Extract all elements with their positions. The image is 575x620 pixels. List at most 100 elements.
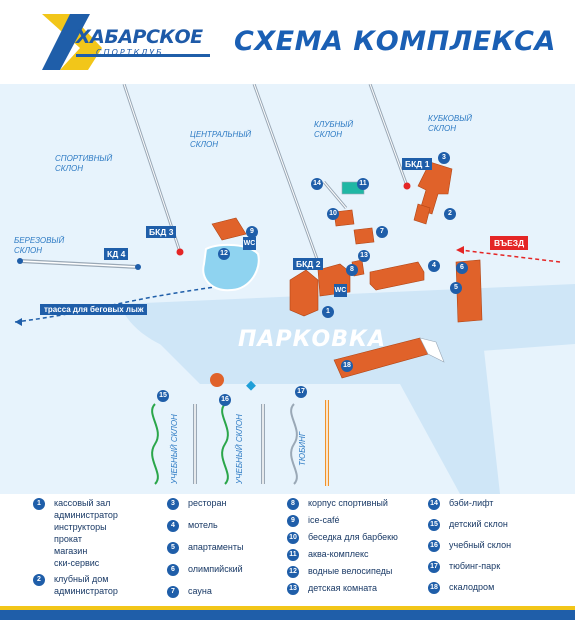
complex-map: СПОРТИВНЫЙ СКЛОН БЕРЕЗОВЫЙ СКЛОН ЦЕНТРАЛ… (0, 84, 575, 494)
legend-text: сауна (188, 586, 212, 596)
pond (202, 243, 260, 292)
legend-number: 2 (33, 574, 45, 586)
legend-item: 18 скалодром (428, 581, 494, 594)
legend-number: 1 (33, 498, 45, 510)
legend-item: 12 водные велосипеды (287, 565, 392, 578)
map-marker-12: 12 (218, 248, 230, 260)
logo (42, 14, 210, 70)
legend-number: 4 (167, 520, 179, 532)
tubing-label: ТЮБИНГ (298, 431, 307, 466)
bkd1-station (403, 182, 411, 190)
lift-tag-bkd2: БКД 2 (293, 258, 324, 270)
legend-item: 15 детский склон (428, 518, 508, 531)
legend: 1 кассовый зал администратор инструкторы… (0, 494, 575, 606)
brand-subtitle: СПОРТКЛУБ (96, 48, 164, 57)
legend-text: клубный дом администратор (54, 574, 118, 596)
map-marker-1: 1 (322, 306, 334, 318)
training-slope-label: УЧЕБНЫЙ СКЛОН (170, 414, 179, 484)
entry-tag: ВЪЕЗД (490, 236, 529, 250)
map-marker-10: 10 (327, 208, 339, 220)
legend-item: 6 олимпийский (167, 563, 243, 576)
legend-number: 13 (287, 583, 299, 595)
map-marker-15: 15 (157, 390, 169, 402)
map-marker-8: 8 (346, 264, 358, 276)
training-slopes (151, 403, 229, 485)
building-9 (211, 217, 247, 241)
legend-number: 8 (287, 498, 299, 510)
legend-item: 10 беседка для барбекю (287, 531, 398, 544)
legend-number: 17 (428, 561, 440, 573)
legend-text: апартаменты (188, 542, 244, 552)
legend-number: 3 (167, 498, 179, 510)
legend-text: кассовый зал администратор инструкторы п… (54, 498, 118, 568)
legend-number: 6 (167, 564, 179, 576)
legend-text: ресторан (188, 498, 227, 508)
legend-text: детский склон (449, 519, 508, 529)
lift-tag-bkd1: БКД 1 (402, 158, 433, 170)
map-marker-16: 16 (219, 394, 231, 406)
legend-text: тюбинг-парк (449, 561, 501, 571)
legend-item: 9 ice-café (287, 514, 340, 527)
legend-item: 3 ресторан (167, 497, 227, 510)
gazebo (210, 373, 224, 387)
road-east (430, 314, 500, 494)
legend-text: ice-café (308, 515, 340, 525)
lift-tag-kd4: КД 4 (104, 248, 129, 260)
map-marker-6: 6 (456, 262, 468, 274)
header: ХАБАРСКОЕ СПОРТКЛУБ СХЕМА КОМПЛЕКСА (0, 0, 575, 84)
legend-text: олимпийский (188, 564, 243, 574)
legend-item: 11 аква-комплекс (287, 548, 369, 561)
training-slope-label: УЧЕБНЫЙ СКЛОН (235, 414, 244, 484)
legend-item: 13 детская комната (287, 582, 377, 595)
legend-number: 12 (287, 566, 299, 578)
legend-text: беседка для барбекю (308, 532, 398, 542)
legend-item: 17 тюбинг-парк (428, 560, 500, 573)
legend-item: 2 клубный дом администратор (33, 573, 118, 597)
slope-label-club: КЛУБНЫЙ СКЛОН (314, 120, 354, 139)
footer-stripe-yellow (0, 606, 575, 610)
legend-number: 16 (428, 540, 440, 552)
map-marker-11: 11 (357, 178, 369, 190)
legend-item: 14 бэби-лифт (428, 497, 493, 510)
info-point (246, 380, 256, 391)
wc-icon: WC (243, 237, 256, 250)
legend-number: 9 (287, 515, 299, 527)
building-1 (289, 269, 319, 317)
bkd3-station (176, 248, 184, 256)
brand-name: ХАБАРСКОЕ (76, 26, 203, 48)
wc-icon: WC (334, 284, 347, 297)
building-3 (417, 161, 453, 215)
legend-text: учебный склон (449, 540, 512, 550)
legend-text: корпус спортивный (308, 498, 388, 508)
page-title: СХЕМА КОМПЛЕКСА (234, 26, 556, 57)
legend-text: водные велосипеды (308, 566, 393, 576)
legend-item: 8 корпус спортивный (287, 497, 388, 510)
legend-item: 1 кассовый зал администратор инструкторы… (33, 497, 118, 569)
lift-tag-bkd3: БКД 3 (146, 226, 177, 238)
building-2 (413, 203, 431, 225)
building-5 (455, 259, 483, 323)
legend-number: 14 (428, 498, 440, 510)
map-graphics (14, 84, 575, 494)
legend-item: 5 апартаменты (167, 541, 243, 554)
map-marker-4: 4 (428, 260, 440, 272)
legend-text: аква-комплекс (308, 549, 369, 559)
legend-item: 7 сауна (167, 585, 212, 598)
lift-lines-inner (123, 84, 408, 285)
map-marker-13: 13 (358, 250, 370, 262)
legend-number: 5 (167, 542, 179, 554)
map-marker-14: 14 (311, 178, 323, 190)
legend-text: мотель (188, 520, 218, 530)
legend-text: бэби-лифт (449, 498, 494, 508)
building-4 (369, 261, 425, 291)
legend-number: 7 (167, 586, 179, 598)
legend-number: 11 (287, 549, 299, 561)
slope-label-sport: СПОРТИВНЫЙ СКЛОН (55, 154, 113, 173)
slope-label-birch: БЕРЕЗОВЫЙ СКЛОН (14, 236, 65, 255)
map-marker-5: 5 (450, 282, 462, 294)
parking-label: ПАРКОВКА (238, 327, 387, 352)
legend-text: скалодром (449, 582, 495, 592)
legend-number: 15 (428, 519, 440, 531)
legend-item: 16 учебный склон (428, 539, 511, 552)
slope-label-cup: КУБКОВЫЙ СКЛОН (428, 114, 473, 133)
